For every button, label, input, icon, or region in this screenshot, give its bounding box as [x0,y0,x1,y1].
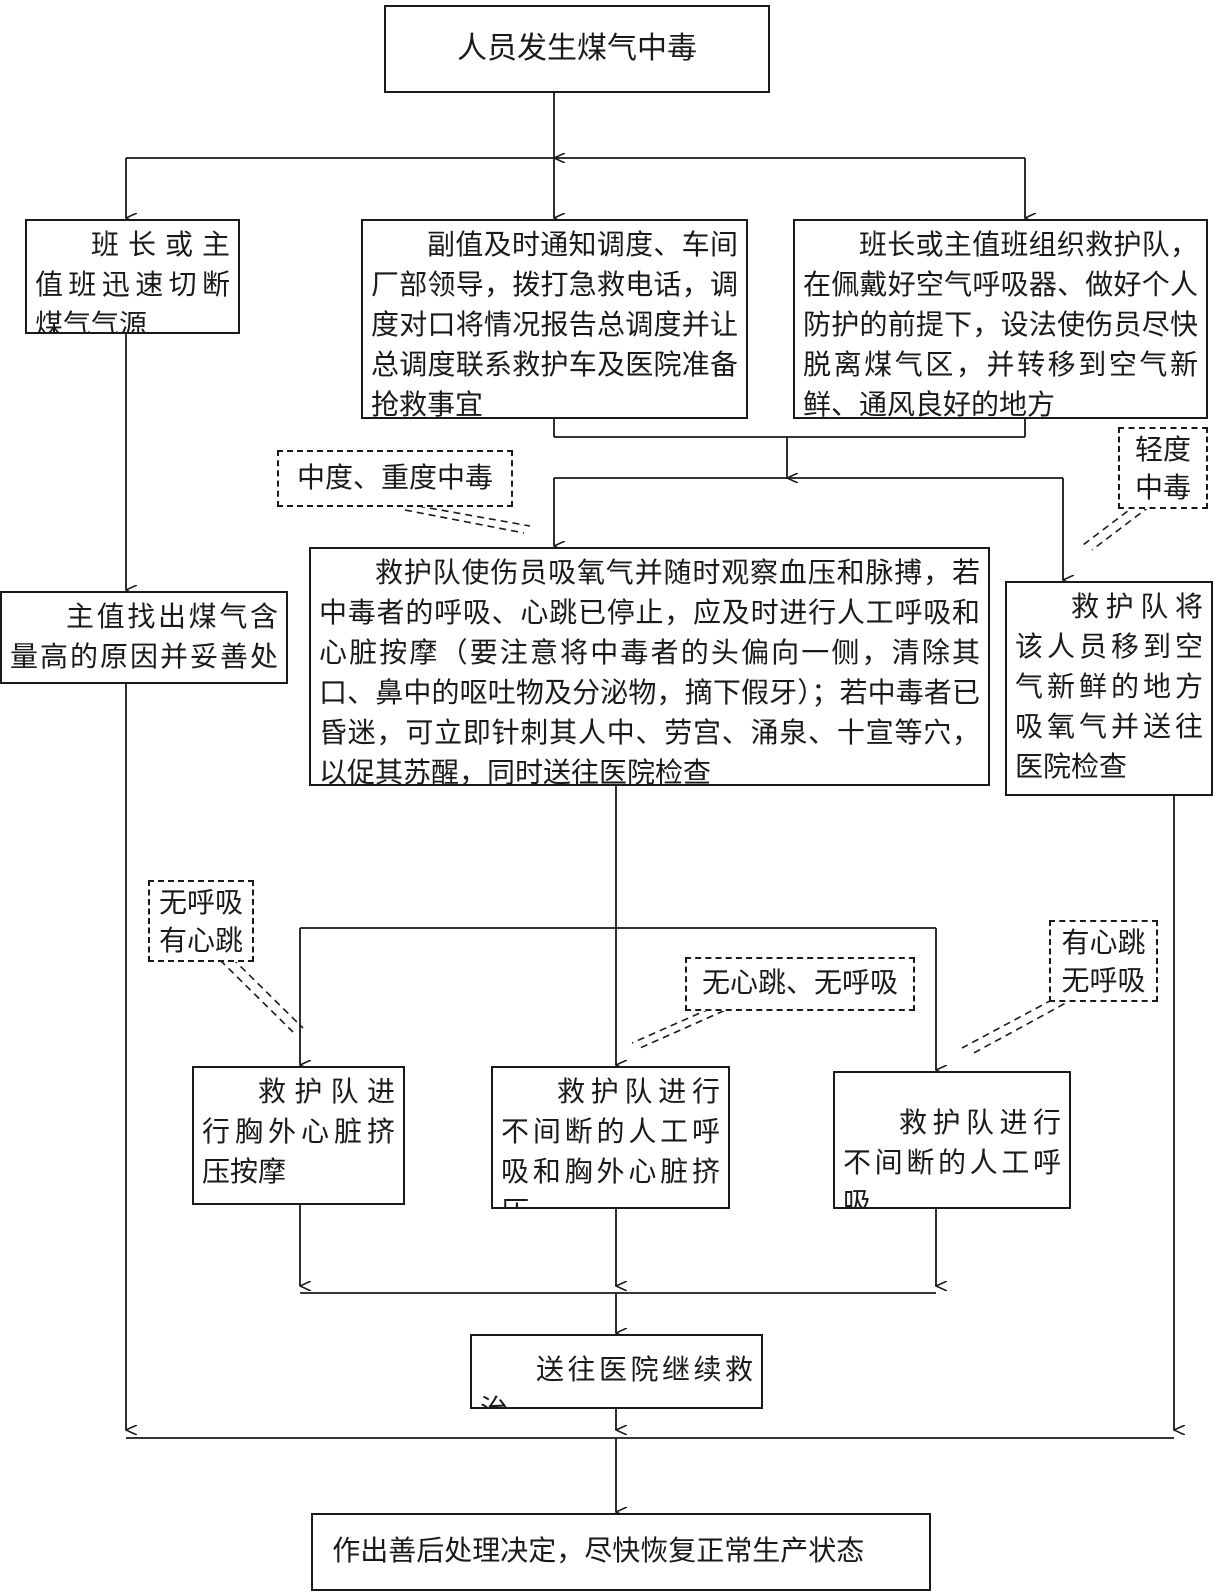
condition-heartbeat-no-breath: 有心跳无呼吸 [1049,920,1158,1002]
node-cpr-both: 救护队进行不间断的人工呼吸和胸外心脏挤压 [491,1066,730,1209]
node-start: 人员发生煤气中毒 [384,5,770,93]
node-oxygen-observe: 救护队使伤员吸氧气并随时观察血压和脉搏，若中毒者的呼吸、心跳已停止，应及时进行人… [309,547,990,786]
node-find-cause: 主值找出煤气含量高的原因并妥善处理 [0,591,288,684]
condition-no-heartbeat-no-breath: 无心跳、无呼吸 [685,957,915,1011]
node-breathing-only: 救护队进行不间断的人工呼吸 [833,1071,1071,1209]
condition-no-breath-with-heartbeat: 无呼吸有心跳 [148,880,254,962]
node-chest-compress: 救护队进行胸外心脏挤压按摩 [192,1066,405,1205]
node-final: 作出善后处理决定，尽快恢复正常生产状态 [311,1513,931,1591]
condition-mild: 轻度中毒 [1118,427,1208,509]
node-rescue-team: 班长或主值班组织救护队，在佩戴好空气呼吸器、做好个人防护的前提下，设法使伤员尽快… [793,219,1208,419]
condition-moderate-severe: 中度、重度中毒 [277,450,513,507]
node-notify: 副值及时通知调度、车间厂部领导，拨打急救电话，调度对口将情况报告总调度并让总调度… [361,219,748,419]
node-mild-move: 救护队将该人员移到空气新鲜的地方吸氧气并送往医院检查 [1005,581,1213,796]
node-hospital: 送往医院继续救治 [470,1334,763,1409]
node-cut-source: 班长或主值班迅速切断煤气气源 [25,219,240,334]
